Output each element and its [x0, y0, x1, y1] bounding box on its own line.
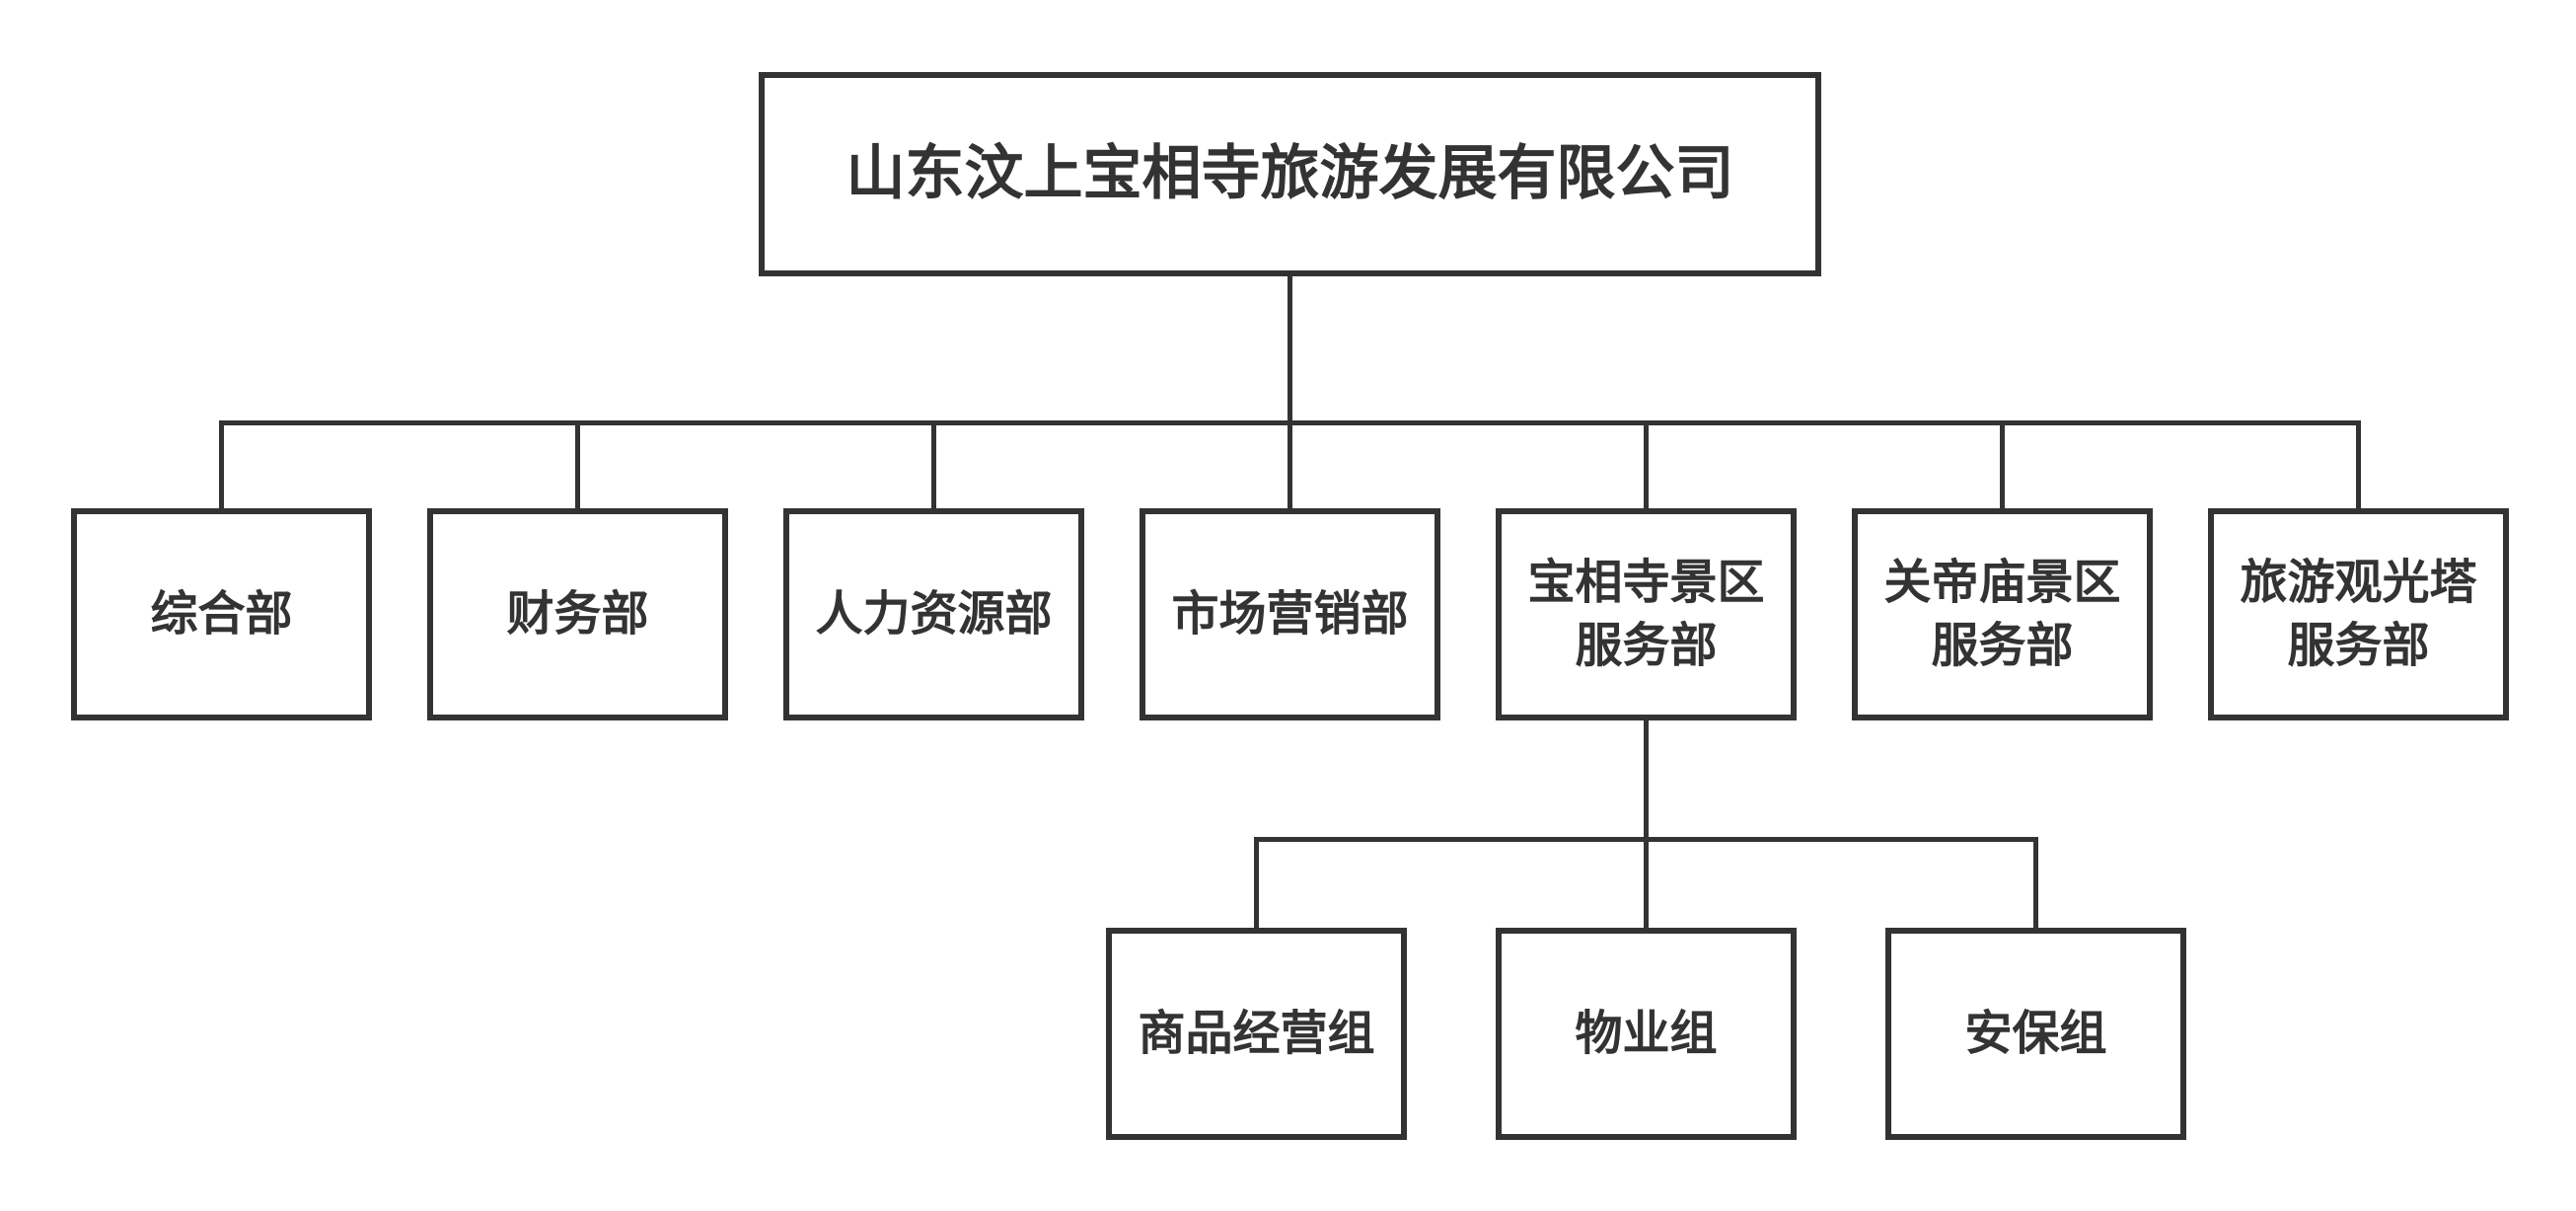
connector-drop-merchandise-group	[1254, 837, 1259, 928]
connector-drop-general-dept	[219, 420, 224, 508]
node-label-line: 市场营销部	[1171, 585, 1409, 642]
node-label-line: 综合部	[150, 585, 293, 642]
node-label: 财务部	[506, 583, 648, 645]
node-label: 旅游观光塔 服务部	[2240, 552, 2476, 677]
connector-drop-finance-dept	[575, 420, 580, 508]
connector-level2-bus	[1254, 837, 2038, 842]
org-node-property-group[interactable]: 物业组	[1496, 928, 1797, 1140]
org-node-finance-dept[interactable]: 财务部	[427, 508, 728, 720]
node-label: 市场营销部	[1171, 583, 1408, 645]
connector-drop-hr-dept	[931, 420, 936, 508]
org-node-baoxiangsi-service-dept[interactable]: 宝相寺景区 服务部	[1496, 508, 1797, 720]
org-node-sightseeing-tower-service-dept[interactable]: 旅游观光塔 服务部	[2208, 508, 2509, 720]
node-label: 安保组	[1964, 1003, 2106, 1065]
node-label-line: 关帝庙景区	[1883, 555, 2121, 611]
org-node-merchandise-group[interactable]: 商品经营组	[1106, 928, 1407, 1140]
connector-drop-sightseeing-tower-dept	[2356, 420, 2361, 508]
connector-baoxiangsi-stem	[1644, 720, 1649, 928]
org-node-security-group[interactable]: 安保组	[1885, 928, 2186, 1140]
org-node-marketing-dept[interactable]: 市场营销部	[1140, 508, 1440, 720]
org-node-hr-dept[interactable]: 人力资源部	[783, 508, 1084, 720]
node-label-line: 人力资源部	[815, 585, 1053, 642]
node-label-line: 商品经营组	[1138, 1005, 1375, 1061]
connector-root-stem	[1288, 276, 1292, 508]
node-label: 商品经营组	[1138, 1003, 1374, 1065]
connector-drop-baoxiangsi-dept	[1644, 420, 1649, 508]
node-label: 物业组	[1575, 1003, 1717, 1065]
node-label: 人力资源部	[815, 583, 1052, 645]
node-label: 关帝庙景区 服务部	[1883, 552, 2120, 677]
connector-drop-guandimiao-dept	[2000, 420, 2005, 508]
node-label-line: 服务部	[1931, 617, 2074, 673]
node-label: 宝相寺景区 服务部	[1527, 552, 1764, 677]
node-label: 综合部	[150, 583, 292, 645]
node-label-line: 山东汶上宝相寺旅游发展有限公司	[846, 138, 1734, 208]
node-label-line: 宝相寺景区	[1527, 555, 1765, 611]
node-label-line: 财务部	[506, 585, 649, 642]
node-label: 山东汶上宝相寺旅游发展有限公司	[846, 135, 1734, 213]
node-label-line: 服务部	[1575, 617, 1718, 673]
connector-level1-bus	[219, 420, 2361, 425]
connector-drop-security-group	[2033, 837, 2038, 928]
org-node-guandimiao-service-dept[interactable]: 关帝庙景区 服务部	[1852, 508, 2153, 720]
node-label-line: 物业组	[1575, 1005, 1718, 1061]
node-label-line: 安保组	[1964, 1005, 2107, 1061]
node-label-line: 服务部	[2287, 617, 2430, 673]
org-node-general-dept[interactable]: 综合部	[71, 508, 372, 720]
node-label-line: 旅游观光塔	[2240, 555, 2477, 611]
org-node-company[interactable]: 山东汶上宝相寺旅游发展有限公司	[759, 72, 1821, 276]
